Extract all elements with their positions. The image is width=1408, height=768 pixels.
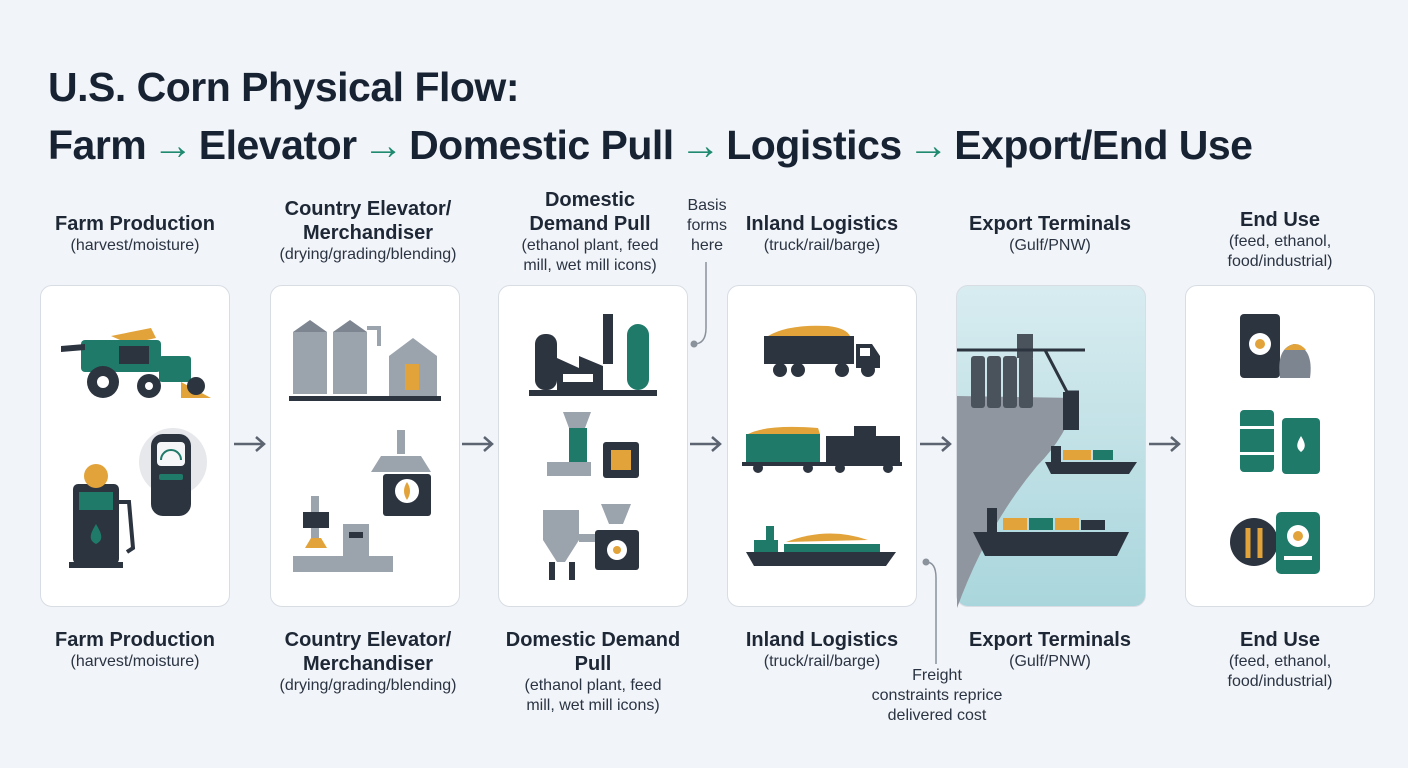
annotation-line: constraints reprice bbox=[871, 687, 1003, 704]
freight-annotation: Freight constraints reprice delivered co… bbox=[852, 666, 1022, 726]
stage-heading: Export Terminals bbox=[969, 629, 1131, 651]
annotation-line: forms bbox=[687, 217, 727, 234]
stage-subheading: (drying/grading/blending) bbox=[279, 246, 457, 263]
flow-arrow-icon bbox=[462, 436, 494, 452]
stage-heading: Domestic Demand Pull bbox=[505, 629, 681, 675]
grading-lab-icon bbox=[293, 496, 393, 572]
stage-heading: Inland Logistics bbox=[745, 629, 899, 651]
stage-card-export bbox=[956, 285, 1146, 608]
annotation-line: Basis bbox=[687, 197, 727, 214]
stage-logistics-bottom-label: Inland Logistics (truck/rail/barge) bbox=[722, 628, 922, 672]
stage-domestic-top-label: Domestic Demand Pull (ethanol plant, fee… bbox=[490, 188, 690, 276]
stage-heading: Domestic Demand Pull bbox=[529, 189, 651, 235]
stage-enduse-top-label: End Use (feed, ethanol, food/industrial) bbox=[1180, 208, 1380, 272]
title-line-2: Farm→Elevator→Domestic Pull→Logistics→Ex… bbox=[48, 116, 1253, 174]
stage-heading: Farm Production bbox=[54, 629, 215, 651]
container-ship-icon bbox=[1045, 446, 1137, 474]
stage-card-farm bbox=[40, 285, 230, 607]
title-step-export-end-use: Export/End Use bbox=[954, 122, 1253, 168]
arrow-icon: → bbox=[362, 122, 404, 168]
stage-heading: Export Terminals bbox=[969, 213, 1131, 235]
stage-card-logistics bbox=[727, 285, 917, 607]
title-step-elevator: Elevator bbox=[198, 122, 357, 168]
barge-icon bbox=[746, 526, 896, 566]
stage-elevator-bottom-label: Country Elevator/ Merchandiser (drying/g… bbox=[252, 628, 484, 696]
cargo-ship-icon bbox=[973, 508, 1129, 556]
title-step-domestic-pull: Domestic Pull bbox=[409, 122, 674, 168]
stage-farm-top-label: Farm Production (harvest/moisture) bbox=[30, 212, 240, 256]
grain-dryer-icon bbox=[371, 430, 431, 516]
stage-subheading: (Gulf/PNW) bbox=[1009, 237, 1091, 254]
stage-logistics-top-label: Inland Logistics (truck/rail/barge) bbox=[722, 212, 922, 256]
combine-harvester-icon bbox=[61, 328, 211, 398]
stage-domestic-bottom-label: Domestic Demand Pull (ethanol plant, fee… bbox=[488, 628, 698, 716]
arrow-icon: → bbox=[152, 122, 193, 168]
stage-farm-bottom-label: Farm Production (harvest/moisture) bbox=[30, 628, 240, 672]
export-terminal-icon bbox=[957, 334, 1085, 608]
basis-annotation: Basis forms here bbox=[676, 196, 738, 256]
stage-subheading: (feed, ethanol, bbox=[1228, 653, 1332, 670]
stage-card-enduse bbox=[1185, 285, 1375, 607]
stage-export-bottom-label: Export Terminals (Gulf/PNW) bbox=[945, 628, 1155, 672]
title-step-farm: Farm bbox=[48, 122, 147, 168]
stage-heading: End Use bbox=[1239, 629, 1321, 651]
moisture-meter-icon bbox=[139, 428, 207, 516]
stage-card-elevator bbox=[270, 285, 460, 607]
title-step-logistics: Logistics bbox=[726, 122, 902, 168]
stage-heading: Country Elevator/ Merchandiser bbox=[284, 629, 452, 675]
stage-subheading: (ethanol plant, feed bbox=[524, 677, 662, 694]
stage-heading: Inland Logistics bbox=[745, 213, 899, 235]
stage-subheading: food/industrial) bbox=[1227, 253, 1333, 270]
arrow-icon: → bbox=[679, 122, 721, 168]
annotation-line: Freight bbox=[912, 667, 962, 684]
grain-silos-icon bbox=[289, 320, 441, 401]
stage-export-top-label: Export Terminals (Gulf/PNW) bbox=[945, 212, 1155, 256]
flow-arrow-icon bbox=[1149, 436, 1181, 452]
stage-subheading: (truck/rail/barge) bbox=[763, 653, 881, 670]
arrow-icon: → bbox=[907, 122, 949, 168]
flow-arrow-icon bbox=[234, 436, 266, 452]
annotation-line: here bbox=[690, 237, 724, 254]
grain-truck-icon bbox=[764, 325, 880, 377]
flow-arrow-icon bbox=[920, 436, 952, 452]
page-title: U.S. Corn Physical Flow: Farm→Elevator→D… bbox=[48, 58, 1253, 174]
wet-mill-icon bbox=[543, 504, 639, 580]
stage-subheading: (harvest/moisture) bbox=[70, 237, 200, 254]
stage-heading: Farm Production bbox=[54, 213, 215, 235]
stage-heading: End Use bbox=[1239, 209, 1321, 231]
stage-subheading: (Gulf/PNW) bbox=[1009, 653, 1091, 670]
stage-subheading: (ethanol plant, feed bbox=[521, 237, 659, 254]
flow-arrow-icon bbox=[690, 436, 722, 452]
title-line-1: U.S. Corn Physical Flow: bbox=[48, 64, 519, 110]
stage-subheading: mill, wet mill icons) bbox=[526, 697, 660, 714]
stage-elevator-top-label: Country Elevator/ Merchandiser (drying/g… bbox=[252, 197, 484, 265]
basis-leader-line bbox=[690, 262, 707, 348]
stage-subheading: (feed, ethanol, bbox=[1228, 233, 1332, 250]
ethanol-plant-icon bbox=[529, 314, 657, 396]
stage-subheading: food/industrial) bbox=[1227, 673, 1333, 690]
fuel-pump-icon bbox=[69, 464, 136, 568]
stage-subheading: mill, wet mill icons) bbox=[523, 257, 657, 274]
feed-mill-icon bbox=[547, 412, 639, 478]
annotation-line: delivered cost bbox=[887, 707, 987, 724]
stage-heading: Country Elevator/ Merchandiser bbox=[284, 198, 452, 244]
food-package-icon bbox=[1230, 512, 1320, 574]
stage-subheading: (truck/rail/barge) bbox=[763, 237, 881, 254]
ethanol-barrels-icon bbox=[1240, 410, 1320, 474]
stage-enduse-bottom-label: End Use (feed, ethanol, food/industrial) bbox=[1180, 628, 1380, 692]
stage-subheading: (harvest/moisture) bbox=[70, 653, 200, 670]
feed-bag-icon bbox=[1240, 314, 1311, 378]
stage-subheading: (drying/grading/blending) bbox=[279, 677, 457, 694]
rail-train-icon bbox=[742, 426, 902, 473]
stage-card-domestic bbox=[498, 285, 688, 607]
freight-leader-line bbox=[922, 558, 937, 664]
